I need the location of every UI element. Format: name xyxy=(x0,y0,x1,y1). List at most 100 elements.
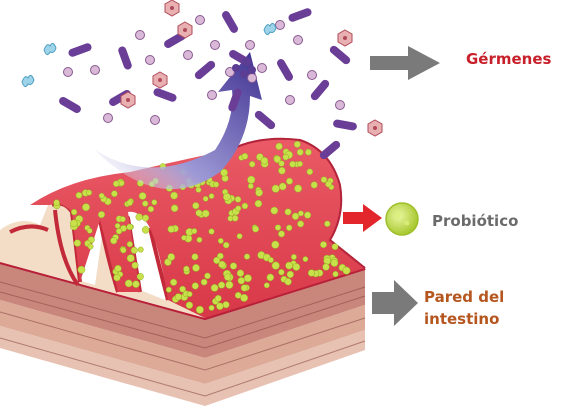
probiotic-dot xyxy=(98,192,105,199)
probiotic-dot xyxy=(323,257,331,265)
coccus-icon xyxy=(240,70,248,78)
probiotic-dot xyxy=(170,278,178,286)
probiotic-dot xyxy=(241,202,249,210)
coccus-icon xyxy=(257,63,267,73)
probiotic-dot xyxy=(147,205,155,213)
probiotic-dot xyxy=(119,216,126,223)
probiotic-dot xyxy=(249,161,256,168)
probiotic-dot xyxy=(304,211,312,219)
probiotic-dot xyxy=(302,256,309,262)
probiotic-dot xyxy=(142,214,150,222)
probiotic-dot xyxy=(218,281,226,289)
probiotic-dot xyxy=(240,284,248,292)
probiotic-dot xyxy=(222,241,230,249)
probiotic-dot xyxy=(138,192,147,200)
label-intestinal-wall-line2: intestino xyxy=(424,310,500,328)
probiotic-dot xyxy=(86,227,93,234)
rod-bacterium-icon xyxy=(310,79,330,101)
probiotic-dot xyxy=(267,257,274,263)
probiotic-dot xyxy=(222,192,231,201)
probiotic-dot xyxy=(293,140,301,148)
probiotic-dot xyxy=(181,234,187,241)
probiotic-dot xyxy=(297,220,305,228)
probiotic-dot xyxy=(271,184,280,193)
probiotic-dot xyxy=(284,278,292,286)
rod-bacterium-icon xyxy=(254,110,276,130)
wall-pointer-arrow xyxy=(372,280,418,326)
probiotic-dot xyxy=(112,180,120,188)
probiotic-dot xyxy=(70,219,78,227)
probiotic-dot xyxy=(192,264,200,272)
probiotic-dot xyxy=(124,279,133,288)
mucosa-surface xyxy=(30,137,366,318)
probiotic-dot xyxy=(254,199,263,208)
probiotic-dot xyxy=(247,183,254,190)
coccus-icon xyxy=(248,66,256,74)
probiotic-dot xyxy=(234,291,242,299)
coccus-icon xyxy=(335,100,345,110)
probiotic-dot xyxy=(202,195,209,202)
rod-bacterium-icon xyxy=(164,32,186,49)
rod-bacterium-icon xyxy=(277,59,293,81)
probiotic-dot xyxy=(142,200,149,207)
label-intestinal-wall-line1: Pared del xyxy=(424,288,505,306)
probiotic-dot xyxy=(255,188,263,197)
probiotic-dot xyxy=(210,284,219,292)
coccus-icon xyxy=(293,35,303,45)
probiotic-dot xyxy=(213,181,220,188)
probiotic-dot xyxy=(278,166,286,175)
probiotic-dot xyxy=(291,212,300,220)
probiotic-dot xyxy=(290,254,297,260)
probiotic-dot xyxy=(135,213,143,221)
coccus-icon xyxy=(247,73,257,83)
probiotic-dot xyxy=(278,269,285,276)
probiotic-dot xyxy=(82,203,90,212)
probiotic-dot xyxy=(113,273,121,282)
probiotic-pointer-arrow xyxy=(343,204,382,232)
probiotic-dot xyxy=(132,280,140,288)
probiotic-dot xyxy=(332,271,339,278)
probiotic-dot xyxy=(297,160,303,167)
probiotic-dot xyxy=(218,260,226,269)
probiotic-dot xyxy=(191,282,199,290)
probiotic-dot xyxy=(236,269,245,277)
coccus-icon xyxy=(210,40,220,50)
probiotic-dot xyxy=(126,254,135,263)
probiotic-dot xyxy=(222,301,230,309)
coccus-icon xyxy=(103,113,113,123)
coccus-icon xyxy=(195,15,205,25)
probiotic-dot xyxy=(310,181,318,189)
probiotic-dot xyxy=(231,214,239,222)
probiotic-dot xyxy=(263,282,270,289)
probiotic-dot xyxy=(183,265,190,273)
germs-cloud xyxy=(21,0,383,160)
probiotic-dot xyxy=(192,202,200,210)
probiotic-dot xyxy=(240,293,249,302)
probiotic-dot xyxy=(195,209,203,217)
coccus-icon xyxy=(135,30,145,40)
coccus-icon xyxy=(207,90,217,100)
probiotic-dot xyxy=(126,199,133,207)
probiotic-dot xyxy=(307,269,316,277)
probiotic-dot xyxy=(270,206,279,215)
rod-bacterium-icon xyxy=(118,46,132,70)
probiotic-dot xyxy=(322,263,330,271)
probiotic-dot xyxy=(87,243,94,250)
virus-icon xyxy=(177,21,193,39)
probiotic-dot xyxy=(273,155,282,164)
probiotic-dot xyxy=(278,182,287,191)
coccus-icon xyxy=(225,67,235,77)
probiotic-dot xyxy=(126,241,133,248)
probiotic-dot xyxy=(196,236,203,243)
probiotic-dot xyxy=(284,208,292,216)
probiotic-dot xyxy=(174,293,182,301)
probiotic-dot xyxy=(243,253,251,260)
probiotic-dot xyxy=(278,230,285,238)
probiotic-dot xyxy=(286,177,293,185)
probiotic-dot xyxy=(208,304,215,311)
probiotic-dot xyxy=(200,278,208,286)
probiotic-dot xyxy=(331,243,339,251)
virus-icon xyxy=(164,0,180,17)
probiotic-dot xyxy=(213,256,221,264)
